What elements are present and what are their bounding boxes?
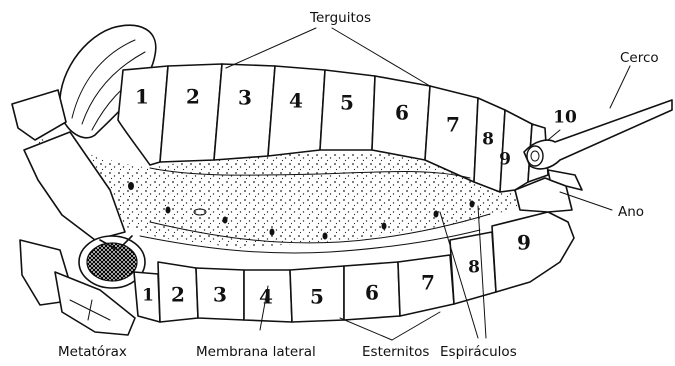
tergite-number-1: 1	[135, 85, 149, 109]
sternite-number-4: 4	[259, 285, 273, 309]
sternite-number-9: 9	[517, 231, 531, 255]
sternite-number-2: 2	[171, 283, 185, 307]
sternite-9	[492, 212, 574, 292]
tergite-number-8: 8	[482, 130, 494, 150]
tergite-number-4: 4	[289, 89, 303, 113]
tergite-number-6: 6	[395, 101, 409, 125]
sternite-number-1: 1	[142, 286, 154, 306]
tergite-number-3: 3	[238, 86, 252, 110]
sternite-number-7: 7	[421, 271, 435, 295]
label-ano: Ano	[618, 204, 644, 220]
tergite-2	[160, 64, 222, 162]
tergite-3	[214, 64, 275, 160]
label-metatorax: Metatórax	[58, 344, 127, 360]
tergite-number-5: 5	[340, 91, 354, 115]
label-esternitos: Esternitos	[362, 344, 429, 360]
thoracic-plate-upper	[12, 90, 66, 140]
tergite-number-7: 7	[446, 113, 460, 137]
label-membrana-lateral: Membrana lateral	[196, 344, 316, 360]
tergite-number-10: 10	[553, 108, 577, 128]
tergite-number-9: 9	[499, 150, 511, 170]
sternite-number-5: 5	[310, 285, 324, 309]
sternite-number-3: 3	[213, 283, 227, 307]
sternite-number-8: 8	[468, 258, 480, 278]
label-cerco: Cerco	[620, 50, 659, 66]
label-espiraculos: Espiráculos	[440, 344, 517, 360]
label-terguitos: Terguitos	[309, 10, 371, 26]
tergite-number-2: 2	[186, 85, 200, 109]
sternite-number-6: 6	[365, 281, 379, 305]
